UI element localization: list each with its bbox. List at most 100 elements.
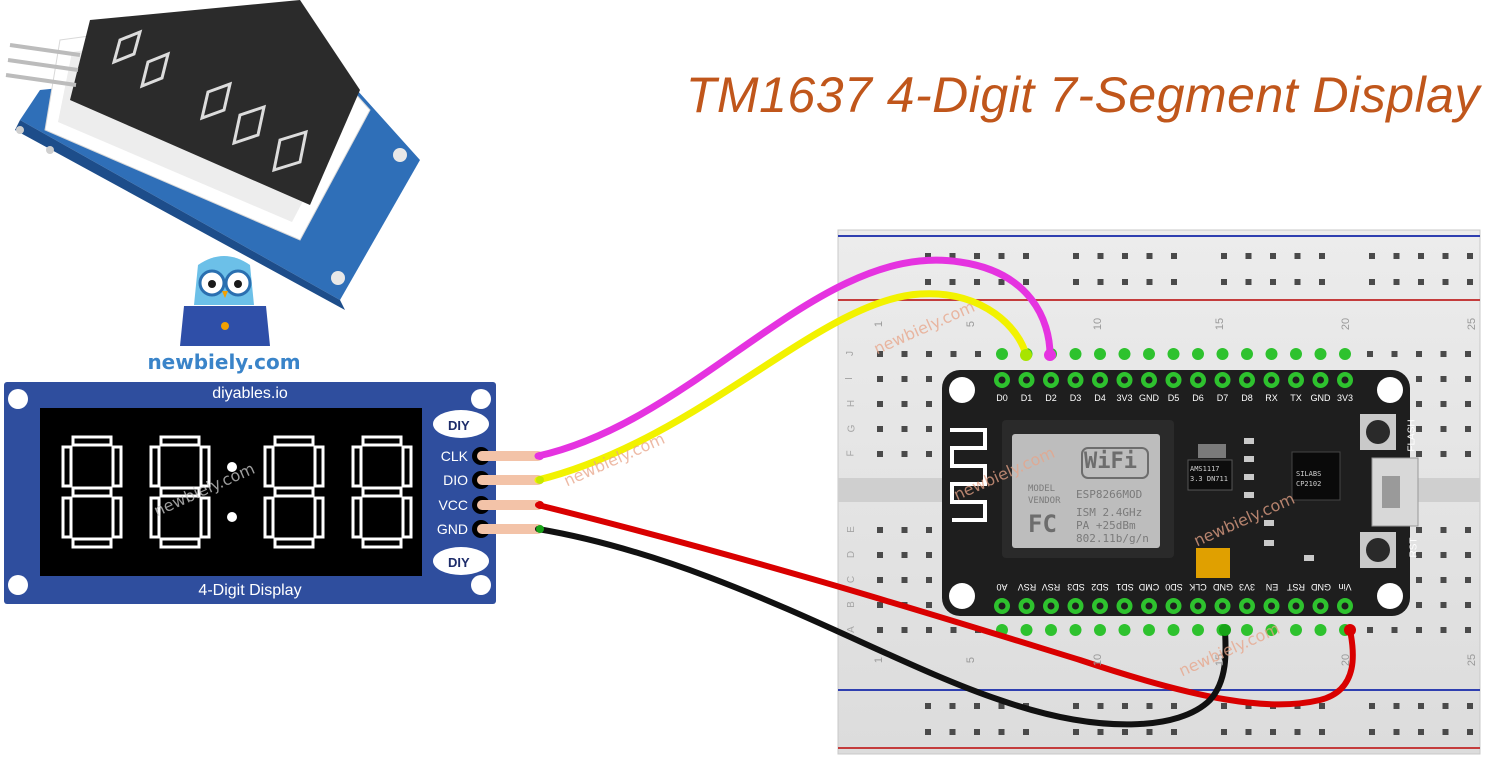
header-pin-hole [1047, 602, 1055, 610]
column-number: 25 [1466, 317, 1479, 331]
page-title: TM1637 4-Digit 7-Segment Display [685, 67, 1480, 123]
breadboard-hole [1440, 552, 1447, 558]
esp-standard: 802.11b/g/n [1076, 532, 1149, 545]
column-number: 1 [873, 320, 886, 328]
power-rail-hole [1245, 703, 1252, 709]
module-bottom-label: 4-Digit Display [198, 582, 302, 599]
esp-module-name: ESP8266MOD [1076, 488, 1143, 501]
wire-vcc-vin[interactable] [535, 502, 1356, 708]
breadboard-hole [926, 527, 932, 533]
flash-button[interactable] [1360, 414, 1396, 450]
header-pin-hole [1047, 376, 1055, 384]
breadboard-hole [1391, 351, 1398, 357]
power-rail-hole [998, 253, 1005, 259]
header-pin-hole [998, 602, 1006, 610]
breadboard-hole [901, 426, 908, 432]
power-rail-hole [1023, 729, 1029, 735]
segment [71, 537, 113, 549]
svg-text:DIY: DIY [448, 555, 470, 570]
breadboard-hole [926, 426, 932, 432]
power-rail-hole [1393, 279, 1400, 285]
power-rail-hole [1171, 729, 1177, 735]
power-rail-hole [1319, 729, 1325, 735]
power-rail-hole [1245, 253, 1252, 259]
breadboard-pin [1241, 624, 1253, 636]
breadboard-hole [1391, 627, 1398, 633]
breadboard-pin [1167, 624, 1180, 636]
column-number: 25 [1466, 653, 1479, 667]
usb-chip-label: SILABS [1296, 470, 1322, 478]
breadboard-hole [926, 602, 932, 608]
power-rail-hole [974, 729, 980, 735]
segment [61, 496, 73, 539]
power-rail-hole [974, 253, 980, 259]
power-rail-hole [1393, 729, 1400, 735]
diyables-4digit-module: DIY DIY [4, 382, 543, 604]
power-rail-hole [1097, 279, 1104, 285]
power-rail-hole [1146, 703, 1153, 709]
row-letter: E [845, 526, 857, 533]
power-rail-hole [1221, 729, 1227, 735]
nodemcu-pin-label: 3V3 [1336, 393, 1353, 403]
power-rail-hole [1073, 279, 1079, 285]
power-rail-hole [1467, 703, 1473, 709]
rst-button-label: RST [1408, 537, 1420, 558]
nodemcu-pin-label: RST [1287, 582, 1305, 592]
power-rail-hole [925, 703, 931, 709]
breadboard-hole [1416, 527, 1422, 533]
wire-dio-d1[interactable] [534, 290, 1030, 484]
segment [313, 496, 325, 539]
segment [351, 445, 363, 488]
power-rail-hole [1122, 253, 1128, 259]
wifi-logo-icon: WiFi [1084, 449, 1137, 474]
header-pin-hole [1317, 376, 1324, 384]
breadboard-hole [1440, 401, 1447, 407]
flash-button-label: FLASH [1406, 419, 1418, 452]
pcb-antenna-icon [950, 428, 987, 522]
breadboard-hole [901, 401, 908, 407]
column-number: 10 [1092, 653, 1105, 667]
breadboard-hole [1440, 451, 1447, 457]
wire-gnd-gnd[interactable] [535, 526, 1229, 728]
esp8266-shield [1012, 434, 1160, 548]
photo-digits-icon [111, 29, 308, 173]
row-letter: B [845, 601, 857, 608]
breadboard-hole [1367, 351, 1373, 357]
diyables-logo-icon: DIY [433, 410, 489, 438]
wire-clk-d2[interactable] [534, 256, 1054, 460]
esp-vendor-label: VENDOR [1028, 496, 1061, 506]
breadboard-hole [877, 376, 883, 382]
power-rail-hole [1097, 729, 1104, 735]
nodemcu-pin-label: D8 [1241, 393, 1253, 403]
breadboard-hole [877, 577, 883, 583]
rst-button[interactable] [1360, 532, 1396, 568]
breadboard-pin [1241, 348, 1253, 360]
power-rail-hole [1171, 703, 1177, 709]
power-rail-hole [1418, 729, 1424, 735]
breadboard-hole [901, 552, 908, 558]
breadboard-hole [1465, 401, 1471, 407]
header-pin-hole [1170, 376, 1177, 384]
header-pin-hole [1072, 376, 1079, 384]
power-rail-hole [1393, 253, 1400, 259]
breadboard-hole [877, 351, 883, 357]
nodemcu-pin-label: GND [1139, 393, 1159, 403]
breadboard-hole [926, 351, 932, 357]
capacitor [1196, 548, 1230, 578]
pin-leads [477, 451, 543, 534]
segment [313, 445, 325, 488]
nodemcu-pin-label: Vin [1338, 582, 1352, 592]
power-rail-hole [1122, 279, 1128, 285]
row-letter: D [846, 550, 858, 559]
power-rail-hole [1171, 279, 1177, 285]
power-rail-hole [998, 729, 1005, 735]
breadboard-pin [1192, 348, 1204, 360]
breadboard-pin [1118, 348, 1131, 360]
power-rail-hole [1122, 729, 1128, 735]
colon-dot [227, 512, 237, 522]
svg-text:DIY: DIY [448, 418, 470, 433]
nodemcu-pin-label: GND [1310, 393, 1331, 403]
breadboard-hole [926, 627, 932, 633]
power-rail-hole [1369, 253, 1375, 259]
header-pin-hole [1292, 602, 1300, 610]
